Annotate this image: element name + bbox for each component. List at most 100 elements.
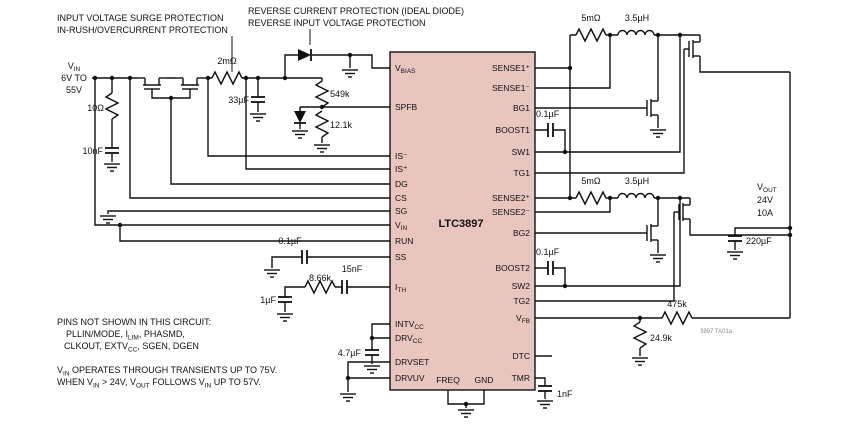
ground-icon — [649, 254, 667, 263]
ground-icon — [363, 365, 381, 374]
diode-icon — [298, 49, 311, 61]
ground-icon — [631, 357, 649, 366]
pin-label-ss: SS — [395, 252, 407, 262]
ground-icon — [263, 269, 281, 278]
note-pins-line2: PLLIN/MODE, ILIM, PHASMD, — [66, 329, 185, 342]
capacitor-boost2: 0.1µF — [536, 247, 560, 275]
wires-channel1 — [535, 34, 790, 198]
pin-label-sg: SG — [395, 206, 407, 216]
pin-label-is-plus: IS⁺ — [395, 164, 408, 174]
pin-label-drvcc: DRVCC — [395, 333, 422, 345]
resistor-sense2: 5mΩ — [575, 176, 607, 205]
inductor-icon — [617, 192, 655, 199]
value-label: 0.1µF — [536, 109, 560, 119]
mosfet-tg2 — [673, 197, 691, 227]
vin-label: VIN — [68, 61, 81, 73]
value-label: 10Ω — [87, 103, 104, 113]
capacitor-ss: 0.1µF — [278, 236, 308, 264]
mosfet-protection-1 — [137, 77, 167, 95]
ground-icon — [726, 251, 744, 260]
ground-icon — [339, 393, 357, 402]
value-label: 10nF — [82, 146, 103, 156]
pin-label-tmr: TMR — [512, 373, 530, 383]
pin-label-vbias: VBIAS — [395, 63, 416, 75]
annotation-surge-protection: INPUT VOLTAGE SURGE PROTECTION IN-RUSH/O… — [57, 13, 233, 72]
pin-labels-left: VBIAS SPFB IS⁻ IS⁺ DG CS SG VIN RUN SS I… — [395, 63, 429, 383]
pin-label-cs: CS — [395, 193, 407, 203]
value-label: 1µF — [260, 295, 276, 305]
value-label: 3.5µH — [625, 13, 649, 23]
pin-label-spfb: SPFB — [395, 102, 418, 112]
pin-label-intvcc: INTVCC — [395, 319, 424, 331]
value-label: 15nF — [342, 264, 363, 274]
ground-icon — [103, 163, 121, 172]
resistor-icon — [315, 80, 329, 108]
pin-label-sense2-plus: SENSE2⁺ — [492, 193, 530, 203]
inductor-l2: 3.5µH — [617, 176, 655, 199]
zener-diode-spfb — [294, 107, 306, 129]
pin-label-drvuv: DRVUV — [395, 373, 425, 383]
capacitor-tmr: 1nF — [538, 385, 573, 399]
ground-icon — [276, 313, 294, 322]
resistor-spfb-top: 549k — [315, 80, 350, 108]
capacitor-boost1: 0.1µF — [536, 109, 560, 137]
pin-label-freq: FREQ — [436, 375, 460, 385]
pin-label-bg2: BG2 — [513, 228, 530, 238]
pin-label-is-minus: IS⁻ — [395, 151, 408, 161]
annotation-reverse-protection: REVERSE CURRENT PROTECTION (IDEAL DIODE)… — [248, 6, 464, 45]
mosfet-bg2 — [641, 218, 659, 248]
note-vin-line2: WHEN VIN > 24V, VOUT FOLLOWS VIN UP TO 5… — [57, 377, 261, 390]
ic-ltc3897: LTC3897 — [389, 51, 536, 391]
value-label: 0.1µF — [536, 247, 560, 257]
pin-label-boost2: BOOST2 — [496, 263, 531, 273]
ground-icon — [457, 409, 475, 418]
value-label: 5mΩ — [581, 176, 601, 186]
pin-label-run: RUN — [395, 236, 413, 246]
pin-label-tg2: TG2 — [513, 296, 530, 306]
resistor-icon — [105, 92, 119, 120]
resistor-sense1: 5mΩ — [575, 13, 607, 42]
capacitor-ith-15nf: 15nF — [341, 264, 363, 294]
nmos-icon — [641, 93, 659, 123]
resistor-icon — [575, 191, 607, 205]
pin-label-vfb: VFB — [516, 313, 530, 325]
vin-range-2: 55V — [66, 85, 82, 95]
resistor-spfb-bottom: 12.1k — [315, 110, 353, 138]
vout-current: 10A — [757, 208, 773, 218]
inductor-icon — [617, 29, 655, 36]
value-label: 4.7µF — [338, 348, 362, 358]
value-label: 475k — [667, 299, 687, 309]
value-label: 549k — [330, 89, 350, 99]
resistor-icon — [575, 28, 607, 42]
annotation-text: IN-RUSH/OVERCURRENT PROTECTION — [57, 25, 228, 35]
inductor-l1: 3.5µH — [617, 13, 655, 36]
input-source-label: VIN 6V TO 55V — [61, 61, 87, 95]
value-label: 8.66k — [309, 273, 332, 283]
ground-icon — [649, 129, 667, 138]
pin-label-sense2-minus: SENSE2⁻ — [492, 207, 530, 217]
annotation-text: INPUT VOLTAGE SURGE PROTECTION — [57, 13, 224, 23]
pin-label-tg1: TG1 — [513, 168, 530, 178]
wires-left-lower — [271, 256, 552, 408]
ground-icon — [291, 130, 309, 139]
capacitor-gate-10nf: 10nF — [82, 146, 119, 156]
resistor-icon — [315, 110, 329, 138]
wires-output — [535, 72, 791, 356]
resistor-gate-10ohm: 10Ω — [87, 92, 119, 120]
value-label: 2mΩ — [217, 56, 237, 66]
annotation-text: REVERSE CURRENT PROTECTION (IDEAL DIODE) — [248, 6, 464, 16]
nmos-icon — [641, 218, 659, 248]
pin-label-sense1-plus: SENSE1⁺ — [492, 63, 530, 73]
nmos-icon — [673, 197, 691, 227]
capacitor-drvcc: 4.7µF — [338, 348, 379, 358]
capacitor-input-33uf: 33µF — [228, 95, 265, 105]
pin-label-sw2: SW2 — [512, 281, 531, 291]
resistor-fb-top: 475k — [661, 299, 693, 325]
resistor-ith: 8.66k — [304, 273, 336, 294]
pin-label-vin: VIN — [395, 220, 407, 232]
resistor-icon — [661, 311, 693, 325]
vout-voltage: 24V — [757, 195, 773, 205]
mosfet-tg1 — [683, 34, 701, 64]
value-label: 3.5µH — [625, 176, 649, 186]
